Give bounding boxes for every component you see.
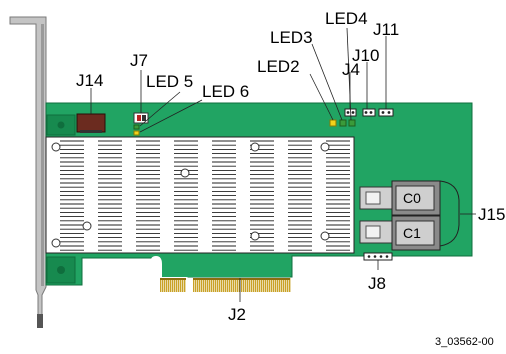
gold-finger: [279, 278, 281, 292]
label-j7: J7: [130, 51, 148, 70]
gold-finger: [217, 278, 219, 292]
gold-finger: [241, 278, 243, 292]
gold-finger: [172, 278, 174, 292]
gold-finger: [229, 278, 231, 292]
gold-finger: [225, 278, 227, 292]
j15-bracket: [439, 180, 460, 247]
gold-finger: [269, 278, 271, 292]
gold-finger: [287, 278, 289, 292]
gold-finger: [283, 278, 285, 292]
j10-header: [362, 108, 376, 117]
gold-finger: [197, 278, 199, 292]
label-j11: J11: [373, 20, 399, 39]
gold-finger: [166, 278, 168, 292]
gold-finger-band: [160, 278, 186, 280]
gold-finger: [223, 278, 225, 292]
heatsink-fins: [60, 140, 350, 251]
gold-finger: [227, 278, 229, 292]
gold-finger: [235, 278, 237, 292]
gold-finger: [205, 278, 207, 292]
heatsink: [45, 136, 355, 254]
label-c0: C0: [403, 190, 421, 206]
gold-finger: [251, 278, 253, 292]
gold-finger: [243, 278, 245, 292]
gold-finger: [168, 278, 170, 292]
led2: [329, 119, 337, 127]
label-led2: LED2: [257, 57, 300, 76]
gold-finger: [215, 278, 217, 292]
label-c1: C1: [403, 225, 421, 241]
label-j4: J4: [342, 60, 360, 79]
gold-finger: [193, 278, 195, 292]
gold-finger: [231, 278, 233, 292]
figure-id: 3_03562-00: [435, 336, 494, 348]
gold-finger: [201, 278, 203, 292]
gold-finger: [267, 278, 269, 292]
label-led6: LED 6: [202, 82, 249, 101]
gold-finger: [182, 278, 184, 292]
j8-header: [363, 252, 393, 261]
gold-finger: [207, 278, 209, 292]
gold-finger: [221, 278, 223, 292]
gold-finger: [195, 278, 197, 292]
gold-finger: [174, 278, 176, 292]
gold-finger: [273, 278, 275, 292]
gold-finger: [211, 278, 213, 292]
gold-finger: [245, 278, 247, 292]
mounting-bracket: [9, 16, 47, 328]
gold-finger: [271, 278, 273, 292]
label-led4: LED4: [325, 9, 368, 28]
gold-finger: [247, 278, 249, 292]
gold-finger: [209, 278, 211, 292]
label-j2: J2: [228, 305, 246, 324]
gold-finger-band: [193, 278, 290, 280]
gold-finger: [275, 278, 277, 292]
gold-finger: [259, 278, 261, 292]
gold-finger: [263, 278, 265, 292]
gold-finger: [176, 278, 178, 292]
gold-finger: [233, 278, 235, 292]
gold-finger: [164, 278, 166, 292]
label-j8: J8: [368, 274, 386, 293]
gold-finger: [281, 278, 283, 292]
gold-finger: [160, 278, 162, 292]
led6: [133, 130, 140, 136]
gold-finger: [253, 278, 255, 292]
gold-finger: [203, 278, 205, 292]
gold-finger: [180, 278, 182, 292]
board-notch: [130, 256, 162, 277]
label-j14: J14: [76, 71, 103, 90]
mounting-pad: [46, 114, 76, 284]
gold-finger: [184, 278, 186, 292]
gold-finger: [178, 278, 180, 292]
label-j15: J15: [478, 205, 505, 224]
gold-finger: [255, 278, 257, 292]
gold-finger: [285, 278, 287, 292]
gold-finger: [261, 278, 263, 292]
j15-connector-c1: [359, 215, 441, 251]
gold-finger: [213, 278, 215, 292]
led5: [133, 124, 140, 130]
gold-finger: [257, 278, 259, 292]
j15-connector-c0: [359, 180, 441, 216]
j14-connector: [76, 113, 106, 133]
j2-edge-connector: [160, 278, 291, 292]
j11-header: [378, 108, 394, 117]
label-led3: LED3: [270, 28, 313, 47]
gold-finger: [219, 278, 221, 292]
led3: [339, 119, 347, 127]
gold-finger: [265, 278, 267, 292]
gold-finger: [249, 278, 251, 292]
gold-finger: [277, 278, 279, 292]
gold-finger: [199, 278, 201, 292]
label-j10: J10: [352, 46, 379, 65]
led4: [348, 119, 356, 127]
gold-finger: [289, 278, 291, 292]
gold-finger: [162, 278, 164, 292]
label-led5: LED 5: [146, 72, 193, 91]
leader-lines: [90, 27, 476, 302]
gold-finger: [170, 278, 172, 292]
gold-finger: [237, 278, 239, 292]
